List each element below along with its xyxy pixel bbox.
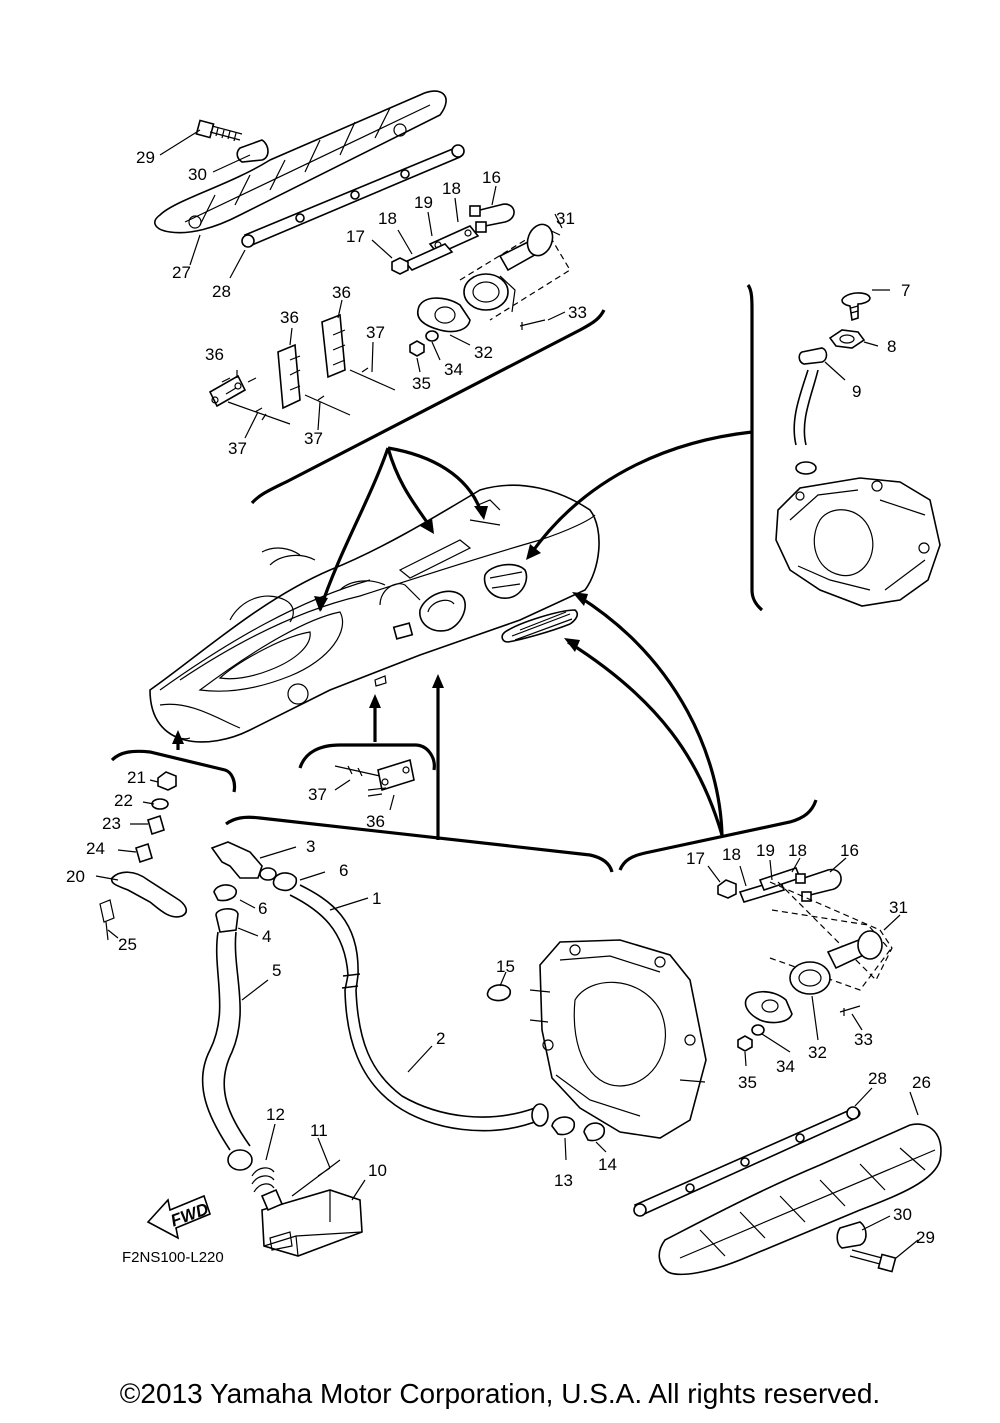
callout-28: 28	[212, 282, 231, 301]
callout-13: 13	[554, 1171, 573, 1190]
callout-6: 6	[339, 861, 348, 880]
callout-16: 16	[482, 168, 501, 187]
watercraft-hull	[149, 484, 600, 743]
callout-33: 33	[568, 303, 587, 322]
callout-29: 29	[136, 148, 155, 167]
callout-36: 36	[205, 345, 224, 364]
callout-37: 37	[308, 785, 327, 804]
callout-37: 37	[304, 429, 323, 448]
pump-housing-group	[486, 939, 707, 1161]
callout-37: 37	[366, 323, 385, 342]
callout-35: 35	[412, 374, 431, 393]
top-left-parts-group	[154, 90, 606, 505]
callout-19: 19	[414, 193, 433, 212]
callout-27: 27	[172, 263, 191, 282]
callout-11: 11	[310, 1121, 328, 1140]
fitting-9-part	[798, 347, 828, 365]
callout-17: 17	[686, 849, 705, 868]
collar-part	[236, 139, 269, 163]
hose-5-part	[201, 931, 251, 1151]
middle-bracket-group	[334, 758, 415, 811]
fwd-label: FWD	[168, 1199, 211, 1230]
elbow-3-part	[210, 841, 263, 879]
callout-36: 36	[332, 283, 351, 302]
callout-24: 24	[86, 839, 105, 858]
callout-33: 33	[854, 1030, 873, 1049]
jet-housing-group	[746, 284, 941, 612]
callout-18: 18	[722, 845, 741, 864]
hose-assembly: FWD F2NS100-L220	[122, 841, 549, 1266]
callout-16: 16	[840, 841, 859, 860]
callout-23: 23	[102, 814, 121, 833]
hull-outline	[149, 484, 600, 743]
bracket-part	[208, 374, 247, 408]
callout-32: 32	[474, 343, 493, 362]
callout-10: 10	[368, 1161, 387, 1180]
callout-35: 35	[738, 1073, 757, 1092]
forward-arrow-icon: FWD	[146, 1194, 211, 1240]
callout-18: 18	[378, 209, 397, 228]
diagram-code: F2NS100-L220	[122, 1249, 224, 1266]
callout-15: 15	[496, 957, 515, 976]
callout-30: 30	[893, 1205, 912, 1224]
callout-32: 32	[808, 1043, 827, 1062]
bottom-right-rail-group	[633, 1087, 942, 1276]
callout-3: 3	[306, 837, 315, 856]
callout-37: 37	[228, 439, 247, 458]
callout-1: 1	[372, 889, 381, 908]
callout-9: 9	[852, 382, 861, 401]
callout-34: 34	[444, 360, 463, 379]
callout-36: 36	[280, 308, 299, 327]
clamp-6-part	[272, 872, 298, 892]
callout-4: 4	[262, 927, 271, 946]
callout-34: 34	[776, 1057, 795, 1076]
bolt-part	[195, 119, 243, 142]
callout-20: 20	[66, 867, 85, 886]
hose-1-part	[289, 884, 359, 991]
callout-21: 21	[127, 768, 146, 787]
callout-22: 22	[114, 791, 133, 810]
hose-2-part	[344, 989, 541, 1132]
sponson-26-part	[658, 1123, 942, 1276]
callout-26: 26	[912, 1073, 931, 1092]
callout-18: 18	[788, 841, 807, 860]
callout-19: 19	[756, 841, 775, 860]
callout-5: 5	[272, 961, 281, 980]
drain-housing-part	[463, 273, 509, 311]
callout-8: 8	[887, 337, 896, 356]
callout-14: 14	[598, 1155, 617, 1174]
callout-28: 28	[868, 1069, 887, 1088]
lower-right-plug-group	[707, 857, 901, 1067]
callout-31: 31	[889, 898, 908, 917]
callout-25: 25	[118, 935, 137, 954]
u-bolt-part	[479, 203, 515, 227]
sponson-rail-part	[154, 90, 447, 234]
callout-29: 29	[916, 1228, 935, 1247]
callout-labels: 29 30 27 28 16 18 19 18 17 31 33 32 34 3…	[66, 148, 935, 1247]
nut-8-part	[828, 329, 866, 349]
callout-18: 18	[442, 179, 461, 198]
callout-12: 12	[266, 1105, 285, 1124]
callout-36: 36	[366, 812, 385, 831]
connector-arrows	[172, 430, 753, 840]
callout-7: 7	[901, 281, 910, 300]
callout-31: 31	[556, 209, 575, 228]
group-brackets	[110, 743, 818, 873]
callout-6: 6	[258, 899, 267, 918]
callout-2: 2	[436, 1029, 445, 1048]
callout-30: 30	[188, 165, 207, 184]
callout-17: 17	[346, 227, 365, 246]
left-bracket-group	[95, 771, 188, 941]
pump-housing-part	[539, 939, 707, 1139]
bracket-20-part	[110, 871, 188, 918]
copyright-notice: ©2013 Yamaha Motor Corporation, U.S.A. A…	[119, 1378, 881, 1409]
